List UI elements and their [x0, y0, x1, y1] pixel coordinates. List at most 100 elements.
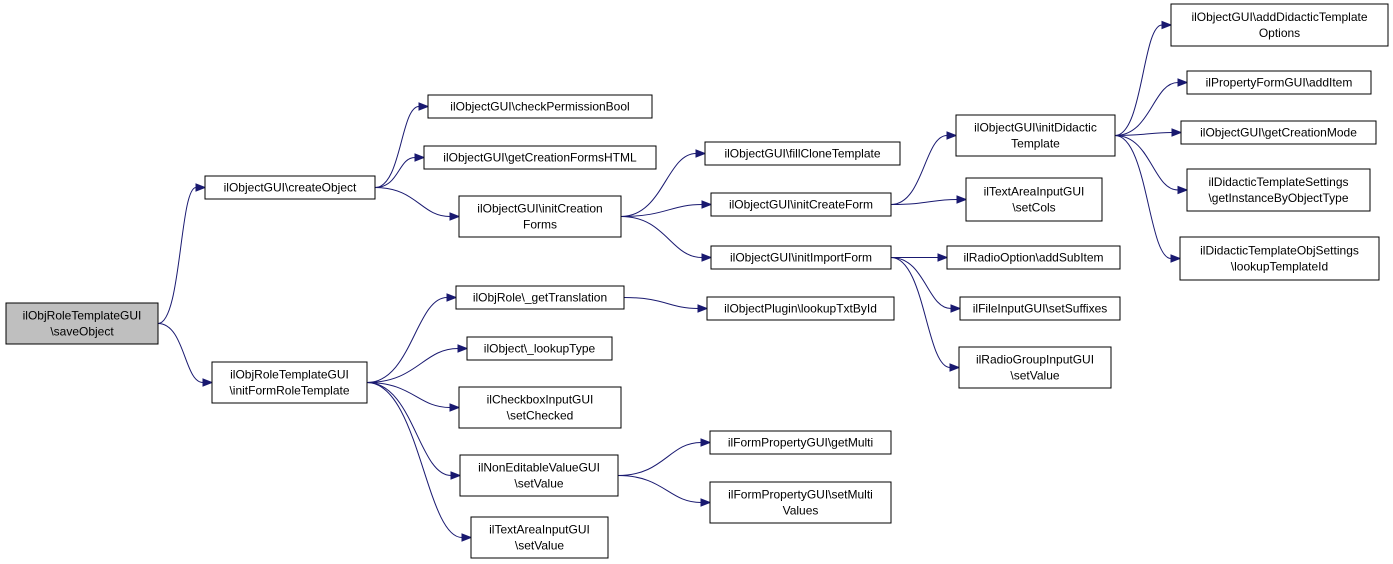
node-createObject[interactable]: ilObjectGUI\createObject: [204, 175, 376, 200]
node-box: [211, 361, 368, 404]
arrowhead-icon: [446, 293, 458, 302]
node-setSuffixes[interactable]: ilFileInputGUI\setSuffixes: [959, 296, 1121, 321]
edge-line: [890, 257, 951, 368]
edge-line: [374, 106, 420, 188]
arrowhead-icon: [450, 471, 462, 480]
edge-initFormRoleTemplate-to-getTranslation: [366, 293, 458, 383]
node-getCreationFormsHTML[interactable]: ilObjectGUI\getCreationFormsHTML: [423, 145, 657, 170]
edge-root-to-createObject: [157, 183, 207, 324]
node-label: ilRadioGroupInputGUI: [976, 353, 1094, 367]
node-checkPermissionBool[interactable]: ilObjectGUI\checkPermissionBool: [427, 94, 653, 119]
node-label: ilNonEditableValueGUI: [478, 461, 600, 475]
arrowhead-icon: [449, 212, 461, 221]
node-label: \setValue: [1010, 369, 1059, 383]
arrowhead-icon: [946, 131, 958, 140]
edge-line: [890, 135, 948, 205]
edge-line: [620, 153, 697, 217]
node-box: [965, 177, 1103, 222]
arrowhead-icon: [697, 304, 709, 313]
node-lookupType[interactable]: ilObject\_lookupType: [466, 336, 613, 361]
node-initImportForm[interactable]: ilObjectGUI\initImportForm: [710, 245, 892, 270]
edge-line: [617, 442, 702, 476]
arrowhead-icon: [1170, 254, 1182, 263]
node-label: ilObjectGUI\getCreationMode: [1200, 126, 1357, 140]
node-initCreateForm[interactable]: ilObjectGUI\initCreateForm: [710, 192, 892, 217]
edge-line: [366, 382, 463, 538]
node-nonEditableSetValue[interactable]: ilNonEditableValueGUI \setValue: [459, 454, 619, 497]
edge-createObject-to-initCreationForms: [374, 187, 461, 221]
node-label: \getInstanceByObjectType: [1208, 191, 1348, 205]
node-label: ilRadioOption\addSubItem: [963, 251, 1103, 265]
node-textAreaSetValue[interactable]: ilTextAreaInputGUI\setValue: [470, 516, 609, 559]
node-getTranslation[interactable]: ilObjRole\_getTranslation: [455, 285, 625, 310]
node-getMulti[interactable]: ilFormPropertyGUI\getMulti: [709, 430, 892, 455]
node-box: [204, 175, 376, 200]
node-label: Template: [1011, 137, 1060, 151]
node-box: [710, 192, 892, 217]
edge-initFormRoleTemplate-to-textAreaSetValue: [366, 382, 473, 542]
arrowhead-icon: [1161, 20, 1173, 30]
arrowhead-icon: [701, 200, 713, 209]
node-label: \setValue: [515, 539, 564, 553]
arrowhead-icon: [457, 344, 469, 353]
edge-line: [620, 216, 703, 258]
node-box: [1179, 236, 1380, 281]
node-label: ilObjectGUI\initImportForm: [730, 251, 872, 265]
node-label: \setValue: [514, 477, 563, 491]
node-box: [1170, 3, 1389, 47]
node-box: [459, 454, 619, 497]
node-box: [466, 336, 613, 361]
node-box: [706, 296, 895, 321]
node-getCreationMode[interactable]: ilObjectGUI\getCreationMode: [1180, 120, 1377, 145]
node-box: [1180, 120, 1377, 145]
node-addSubItem[interactable]: ilRadioOption\addSubItem: [946, 245, 1121, 270]
node-getInstanceByObjectType[interactable]: ilDidacticTemplateSettings\getInstanceBy…: [1186, 168, 1371, 212]
node-label: \initFormRoleTemplate: [229, 384, 349, 398]
arrowhead-icon: [956, 195, 968, 204]
node-root[interactable]: ilObjRoleTemplateGUI\saveObject: [5, 302, 159, 345]
node-lookupTemplateId[interactable]: ilDidacticTemplateObjSettings\lookupTemp…: [1179, 236, 1380, 281]
edge-initDidacticTemplate-to-addDidacticTemplateOptions: [1114, 20, 1173, 136]
node-label: ilObjectGUI\checkPermissionBool: [450, 100, 629, 114]
edge-nonEditableSetValue-to-setMultiValues: [617, 475, 712, 507]
edge-line: [1114, 135, 1179, 191]
edge-line: [366, 348, 459, 383]
node-label: ilObjectGUI\initDidactic: [974, 121, 1097, 135]
arrowhead-icon: [1177, 185, 1189, 195]
edge-line: [374, 187, 451, 217]
node-label: ilObjectGUI\initCreateForm: [729, 198, 873, 212]
edge-createObject-to-getCreationFormsHTML: [374, 153, 426, 188]
arrowhead-icon: [701, 253, 713, 262]
edge-layer: [157, 20, 1189, 542]
node-initFormRoleTemplate[interactable]: ilObjRoleTemplateGUI \initFormRoleTemplat…: [211, 361, 368, 404]
edge-line: [617, 475, 702, 503]
node-addItem[interactable]: ilPropertyFormGUI\addItem: [1186, 70, 1372, 95]
node-radioGroupSetValue[interactable]: ilRadioGroupInputGUI \setValue: [958, 346, 1112, 389]
node-label: ilCheckboxInputGUI: [487, 393, 594, 407]
edge-line: [366, 382, 452, 476]
edge-initCreationForms-to-fillCloneTemplate: [620, 149, 707, 217]
node-box: [955, 114, 1116, 157]
edge-line: [890, 257, 952, 309]
edge-initImportForm-to-radioGroupSetValue: [890, 257, 961, 372]
edge-initImportForm-to-setSuffixes: [890, 257, 962, 313]
node-fillCloneTemplate[interactable]: ilObjectGUI\fillCloneTemplate: [704, 141, 901, 166]
node-box: [1186, 168, 1371, 212]
node-box: [704, 141, 901, 166]
arrowhead-icon: [418, 102, 430, 111]
node-label: ilPropertyFormGUI\addItem: [1206, 76, 1353, 90]
node-setCols[interactable]: ilTextAreaInputGUI\setCols: [965, 177, 1103, 222]
node-lookupTxtById[interactable]: ilObjectPlugin\lookupTxtById: [706, 296, 895, 321]
edge-initFormRoleTemplate-to-nonEditableSetValue: [366, 382, 462, 480]
node-box: [946, 245, 1121, 270]
node-setChecked[interactable]: ilCheckboxInputGUI\setChecked: [458, 386, 622, 429]
node-label: ilObjectGUI\initCreation: [477, 202, 602, 216]
arrowhead-icon: [449, 403, 461, 412]
edge-line: [1114, 24, 1163, 136]
node-box: [458, 195, 622, 238]
node-label: ilObjRoleTemplateGUI: [230, 368, 349, 382]
